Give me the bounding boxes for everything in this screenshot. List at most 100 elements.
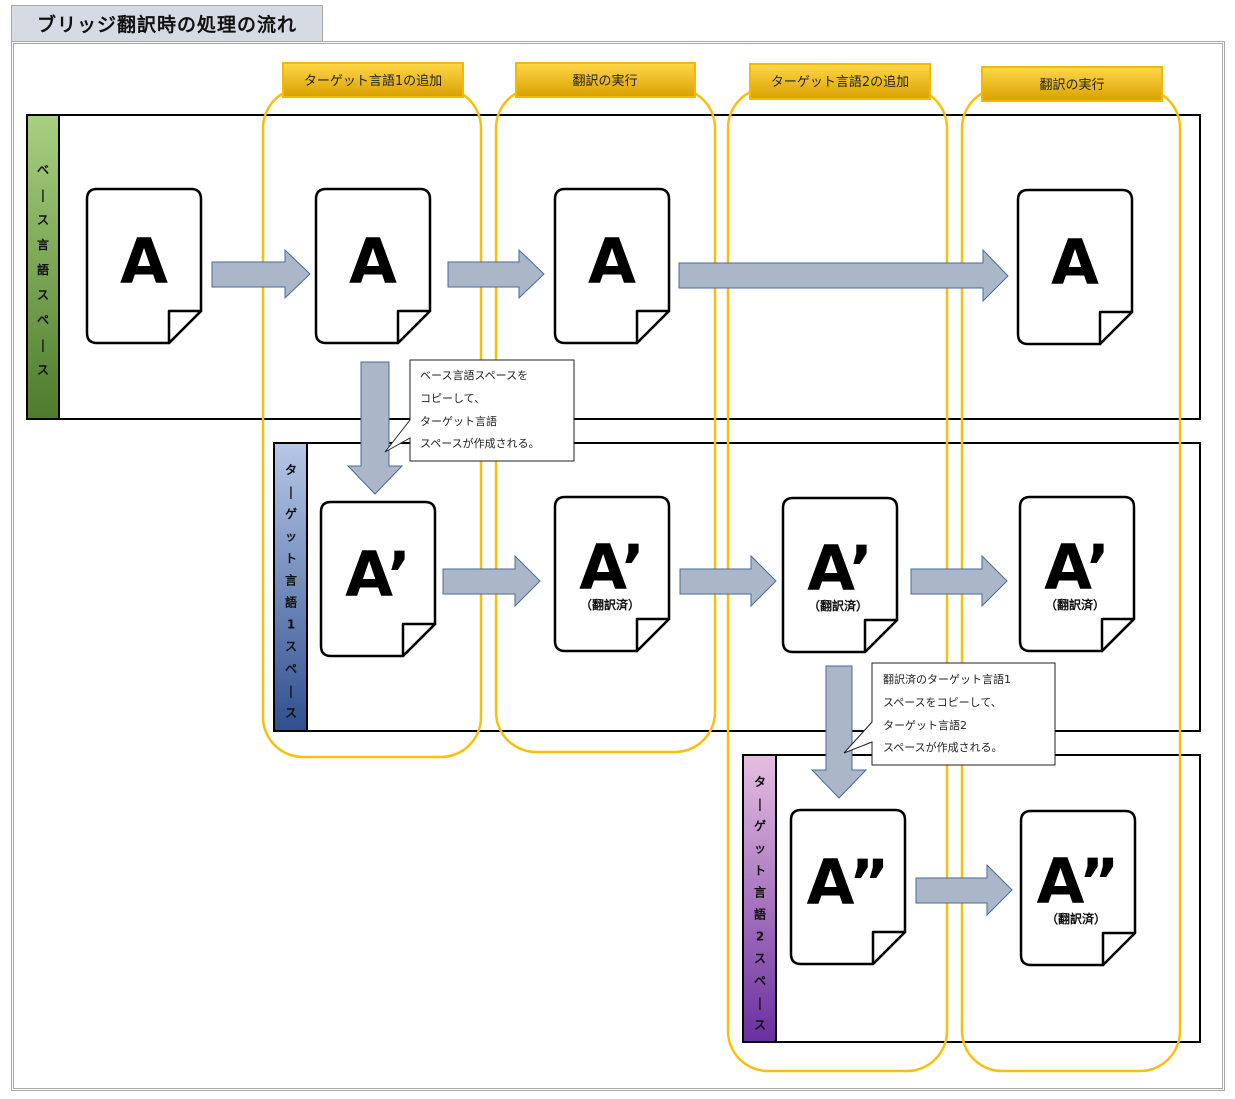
lane-label-char: 1 bbox=[287, 618, 295, 632]
document-icon: A’（翻訳済） bbox=[1018, 495, 1136, 653]
lane-label-char: 語 bbox=[37, 262, 49, 277]
callout-line: コピーして、 bbox=[420, 392, 485, 405]
lane-label-char: | bbox=[41, 188, 45, 202]
step-label-1: ターゲット言語1の追加 bbox=[282, 62, 464, 98]
document-page bbox=[553, 495, 671, 653]
document-page bbox=[314, 187, 432, 345]
document-icon: A” bbox=[789, 808, 907, 966]
lane-label-char: | bbox=[758, 797, 762, 811]
lane-label-char: ペ bbox=[37, 313, 49, 327]
document-icon: A’（翻訳済） bbox=[781, 496, 899, 654]
arrow-right-icon bbox=[679, 554, 777, 608]
document-fold bbox=[635, 617, 671, 653]
arrow-right-icon bbox=[442, 554, 541, 608]
arrow-down-icon bbox=[346, 361, 404, 495]
lane-label-char: 言 bbox=[754, 884, 766, 899]
lane-label-char: ト bbox=[754, 863, 766, 877]
lane-label-char: ペ bbox=[285, 662, 297, 676]
page-title: ブリッジ翻訳時の処理の流れ bbox=[11, 5, 323, 41]
document-status: （翻訳済） bbox=[1046, 911, 1106, 926]
document-fold bbox=[1101, 931, 1137, 967]
arrows bbox=[211, 248, 1013, 917]
lane-label-char: タ bbox=[285, 463, 297, 477]
document-icon: A’ bbox=[319, 500, 437, 658]
lane-label-char: | bbox=[289, 684, 293, 698]
lane-label-char: ス bbox=[285, 706, 297, 720]
callout-line: スペースが作成される。 bbox=[883, 740, 1003, 754]
document-label: A’ bbox=[807, 532, 873, 605]
lane-label-char: ス bbox=[37, 363, 49, 377]
lane-label-char: ゲ bbox=[754, 818, 766, 833]
document-page bbox=[781, 496, 899, 654]
document-page bbox=[789, 808, 907, 966]
document-status: （翻訳済） bbox=[580, 597, 640, 612]
callout-line: ターゲット言語 bbox=[420, 414, 497, 428]
lane-label-char: 語 bbox=[285, 595, 297, 610]
callout-line: スペースが作成される。 bbox=[420, 436, 540, 450]
document-page bbox=[1019, 809, 1137, 967]
lane-label-char: ッ bbox=[754, 841, 766, 855]
document-fold bbox=[1098, 310, 1134, 346]
document-icon: A bbox=[553, 187, 671, 345]
arrow-right-icon bbox=[211, 248, 311, 300]
document-fold bbox=[401, 622, 437, 658]
lane-label-char: | bbox=[41, 338, 45, 352]
step-label-text: ターゲット言語1の追加 bbox=[304, 73, 442, 89]
lane-base-header bbox=[26, 114, 60, 420]
arrow-right-icon bbox=[910, 554, 1008, 608]
document-page bbox=[85, 187, 203, 345]
lane-label-char: ト bbox=[285, 551, 297, 565]
document-icon: A’（翻訳済） bbox=[553, 495, 671, 653]
lane-label-char: | bbox=[289, 485, 293, 499]
document-page bbox=[1016, 188, 1134, 346]
lane-label-char: ス bbox=[754, 1018, 766, 1032]
document-status: （翻訳済） bbox=[808, 598, 868, 613]
step-label-text: 翻訳の実行 bbox=[572, 73, 637, 89]
document-label: A’ bbox=[345, 538, 411, 611]
document-fold bbox=[863, 618, 899, 654]
lane-label-char: ス bbox=[37, 213, 49, 227]
callout-line: ターゲット言語2 bbox=[883, 718, 967, 732]
lane-label-char: ス bbox=[285, 640, 297, 654]
lane-label-char: 言 bbox=[37, 237, 49, 252]
callout-1: ベース言語スペースを コピーして、 ターゲット言語 スペースが作成される。 bbox=[384, 359, 575, 462]
document-fold bbox=[871, 930, 907, 966]
document-label: A” bbox=[1036, 845, 1119, 918]
lane-label-char: ゲ bbox=[285, 506, 297, 521]
lane-target2-header bbox=[742, 754, 777, 1043]
lane-label-char: ベ bbox=[37, 163, 49, 177]
lane-label-char: 2 bbox=[756, 930, 764, 944]
lane-base: ベ|ス言語スペ|ス bbox=[26, 114, 1201, 420]
callout-line: ベース言語スペースを bbox=[420, 368, 528, 382]
document-label: A bbox=[120, 225, 168, 298]
arrow-right-icon bbox=[447, 248, 545, 300]
document-icon: A bbox=[1016, 188, 1134, 346]
step-label-text: ターゲット言語2の追加 bbox=[771, 74, 909, 90]
document-label: A bbox=[1051, 226, 1099, 299]
document-label: A bbox=[588, 225, 636, 298]
callout-2: 翻訳済のターゲット言語1 スペースをコピーして、 ターゲット言語2 スペースが作… bbox=[843, 662, 1056, 766]
lane-label-char: タ bbox=[754, 775, 766, 789]
document-label: A” bbox=[806, 846, 889, 919]
step-label-text: 翻訳の実行 bbox=[1039, 77, 1104, 93]
step-label-2: 翻訳の実行 bbox=[515, 62, 696, 98]
document-page bbox=[319, 500, 437, 658]
step-label-3: ターゲット言語2の追加 bbox=[749, 63, 931, 100]
document-page bbox=[553, 187, 671, 345]
lane-label-char: ッ bbox=[285, 529, 297, 543]
arrow-down-icon bbox=[810, 665, 868, 799]
document-label: A bbox=[349, 225, 397, 298]
callout-line: 翻訳済のターゲット言語1 bbox=[883, 672, 1011, 686]
lane-label-char: | bbox=[758, 996, 762, 1010]
document-fold bbox=[635, 309, 671, 345]
document-icon: A bbox=[314, 187, 432, 345]
document-label: A’ bbox=[579, 531, 645, 604]
document-label: A’ bbox=[1044, 531, 1110, 604]
lane-label-char: ペ bbox=[754, 974, 766, 988]
callout-line: スペースをコピーして、 bbox=[883, 696, 1002, 709]
